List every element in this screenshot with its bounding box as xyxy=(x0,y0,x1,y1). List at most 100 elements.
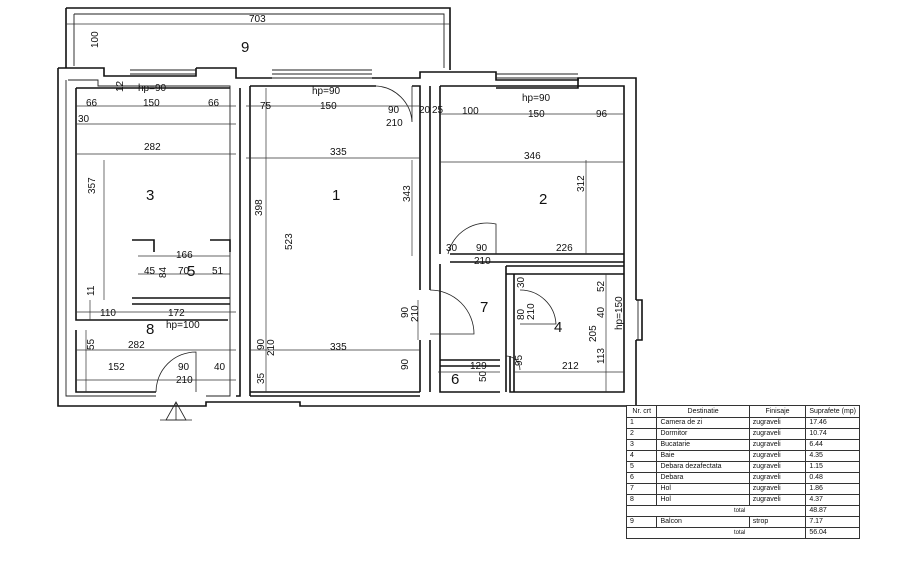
legend-grand-total-label: total xyxy=(625,527,807,539)
legend-cell-finish: strop xyxy=(748,516,807,528)
dim-35: 35 xyxy=(256,372,267,384)
legend-total-label: total xyxy=(625,505,807,517)
dim-166: 166 xyxy=(176,250,193,261)
dim-75: 75 xyxy=(260,101,272,112)
dim-100-balcony: 100 xyxy=(90,31,101,48)
dim-40-bath: 40 xyxy=(596,306,607,318)
dim-25: 25 xyxy=(432,105,444,116)
table-row: 8 Hol zugraveli 4.37 xyxy=(625,494,860,506)
legend-cell-destination: Baie xyxy=(656,450,750,462)
legend-cell-destination: Hol xyxy=(656,494,750,506)
dim-12: 12 xyxy=(115,80,126,92)
dim-210-door1: 210 xyxy=(386,118,403,129)
legend-cell-finish: zugraveli xyxy=(748,417,807,429)
dim-346: 346 xyxy=(524,151,541,162)
room-label-2: 2 xyxy=(539,191,547,208)
table-row: 2 Dormitor zugraveli 10.74 xyxy=(625,428,860,440)
dimension-lines xyxy=(66,14,624,392)
legend-cell-finish: zugraveli xyxy=(748,428,807,440)
dim-hp90-room2: hp=90 xyxy=(522,93,551,104)
legend-cell-area: 4.37 xyxy=(805,494,860,506)
dim-210-door8: 210 xyxy=(176,375,193,386)
dim-357: 357 xyxy=(87,177,98,194)
legend-header-area: Suprafete (mp) xyxy=(805,405,860,418)
dim-152: 152 xyxy=(108,362,125,373)
dim-30-room3: 30 xyxy=(78,114,90,125)
legend-cell-finish: zugraveli xyxy=(748,483,807,495)
dim-66-left: 66 xyxy=(86,98,98,109)
dim-52: 52 xyxy=(596,280,607,292)
dim-30-room2: 30 xyxy=(446,243,458,254)
dim-523: 523 xyxy=(284,233,295,250)
table-row: 3 Bucatarie zugraveli 6.44 xyxy=(625,439,860,451)
legend-grand-total-row: total 56.04 xyxy=(625,527,860,539)
legend-cell-area: 0.48 xyxy=(805,472,860,484)
walls xyxy=(57,7,643,407)
dim-70: 70 xyxy=(178,266,190,277)
dim-hp90-room3: hp=90 xyxy=(138,83,167,94)
dim-150-room2: 150 xyxy=(528,109,545,120)
room-label-5: 5 xyxy=(187,263,195,280)
legend-grand-total-value: 56.04 xyxy=(805,527,860,539)
dim-312: 312 xyxy=(576,175,587,192)
dim-80: 80 xyxy=(516,308,527,320)
dim-45: 45 xyxy=(144,266,156,277)
legend-cell-area: 10.74 xyxy=(805,428,860,440)
table-row: 5 Debara dezafectata zugraveli 1.15 xyxy=(625,461,860,473)
dim-343: 343 xyxy=(402,185,413,202)
dim-226: 226 xyxy=(556,243,573,254)
legend-cell-nr: 3 xyxy=(625,439,658,451)
dim-hp100: hp=100 xyxy=(166,320,200,331)
legend-cell-area: 1.86 xyxy=(805,483,860,495)
dim-90-hall-top: 90 xyxy=(400,306,411,318)
surface-legend-table: Nr. crt Destinatie Finisaje Suprafete (m… xyxy=(625,405,860,539)
legend-header-nr: Nr. crt xyxy=(625,405,658,418)
dim-90-room1-bottom: 90 xyxy=(256,338,267,350)
room-label-6: 6 xyxy=(451,371,459,388)
dim-66-right: 66 xyxy=(208,98,220,109)
dim-113: 113 xyxy=(596,348,607,364)
legend-cell-area: 6.44 xyxy=(805,439,860,451)
legend-cell-finish: zugraveli xyxy=(748,472,807,484)
dim-100-room2: 100 xyxy=(462,106,479,117)
windows xyxy=(130,69,639,340)
legend-total-row: total 48.87 xyxy=(625,505,860,517)
legend-cell-area: 1.15 xyxy=(805,461,860,473)
legend-cell-area: 7.17 xyxy=(805,516,860,528)
dim-210-hall: 210 xyxy=(410,305,421,322)
dim-51: 51 xyxy=(212,266,224,277)
legend-cell-destination: Camera de zi xyxy=(656,417,750,429)
legend-cell-destination: Balcon xyxy=(656,516,750,528)
dim-hp150: hp=150 xyxy=(614,296,625,330)
dim-398: 398 xyxy=(254,199,265,216)
dim-150-room1: 150 xyxy=(320,101,337,112)
room-label-4: 4 xyxy=(554,319,562,336)
legend-cell-nr: 6 xyxy=(625,472,658,484)
table-row: 1 Camera de zi zugraveli 17.46 xyxy=(625,417,860,429)
legend-cell-nr: 5 xyxy=(625,461,658,473)
dim-282-room8: 282 xyxy=(128,340,145,351)
dim-212: 212 xyxy=(562,361,579,372)
legend-header-row: Nr. crt Destinatie Finisaje Suprafete (m… xyxy=(625,405,860,418)
legend-cell-finish: zugraveli xyxy=(748,494,807,506)
legend-cell-destination: Debara xyxy=(656,472,750,484)
dim-20: 20 xyxy=(419,105,431,116)
legend-cell-nr: 9 xyxy=(625,516,658,528)
legend-cell-destination: Debara dezafectata xyxy=(656,461,750,473)
room-label-3: 3 xyxy=(146,187,154,204)
legend-header-finishes: Finisaje xyxy=(748,405,807,418)
legend-cell-destination: Dormitor xyxy=(656,428,750,440)
dim-110: 110 xyxy=(100,308,116,319)
dim-hp90-room1: hp=90 xyxy=(312,86,341,97)
dim-96: 96 xyxy=(596,109,608,120)
dim-703: 703 xyxy=(249,14,266,25)
dim-172: 172 xyxy=(168,308,185,319)
dim-282-room3: 282 xyxy=(144,142,161,153)
legend-cell-area: 4.35 xyxy=(805,450,860,462)
room-label-1: 1 xyxy=(332,187,340,204)
dim-90-door8: 90 xyxy=(178,362,190,373)
legend-cell-destination: Bucatarie xyxy=(656,439,750,451)
legend-cell-finish: zugraveli xyxy=(748,461,807,473)
room-label-8: 8 xyxy=(146,321,154,338)
